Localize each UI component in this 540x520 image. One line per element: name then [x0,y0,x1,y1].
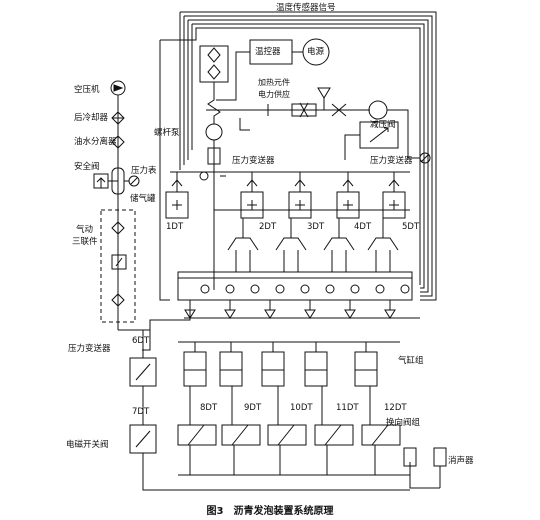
air-feed-line [118,305,191,351]
reducing-valve [344,121,399,160]
solenoid-valve-label: 电磁开关阀 [66,440,109,450]
silencer-icons [403,447,447,488]
valve-code-12dt: 12DT [384,403,407,413]
heater-supply-label-1: 加热元件 [258,78,290,87]
silencer-label: 消声器 [448,456,474,466]
oil-water-separator-icon [111,135,125,149]
valve-code-8dt: 8DT [200,403,218,413]
cylinder-group-label: 气缸组 [398,356,424,366]
pressure-transmitter-gauge-1 [199,171,226,181]
cylinder-group [178,341,400,387]
pressure-gauge-icon [124,175,140,187]
reversing-valve-group-label: 换向阀组 [386,418,421,428]
upper-valve-5dt [382,172,406,219]
pneumatic-triple-unit [100,209,136,323]
valve-code-3dt: 3DT [307,222,325,232]
valve-code-10dt: 10DT [290,403,313,413]
foaming-chamber-manifold [177,271,413,301]
safety-valve-label: 安全阀 [74,162,100,172]
screw-pump-label: 螺杆泵 [154,128,180,138]
air-compressor-icon [110,80,126,96]
check-valves-row [184,300,420,319]
power-source-icon [292,38,330,66]
upper-valve-2dt [240,172,264,219]
temp-signal-cables [159,11,437,301]
valve-6dt [129,330,157,410]
upper-valve-1dt [165,172,189,219]
valve-code-2dt: 2DT [259,222,277,232]
pressure-transmitter-gauge-3 [407,150,431,164]
pneumatic-triple-label-1: 气动 [76,225,94,235]
upper-valve-header [170,171,410,211]
aftercooler-label: 后冷却器 [74,113,109,123]
power-label: 电源 [307,47,325,57]
controller-label: 温控器 [255,47,281,57]
temp-signal-label: 温度传感器信号 [276,3,336,13]
air-compressor-label: 空压机 [74,85,100,95]
screw-pump [199,45,229,290]
valve-7dt [129,410,410,491]
oil-water-separator-label: 油水分离器 [74,137,117,147]
valve-code-11dt: 11DT [336,403,359,413]
valve-code-7dt: 7DT [132,407,150,417]
pneumatic-triple-label-2: 三联件 [72,237,98,247]
valve-code-1dt: 1DT [166,222,184,232]
figure-caption: 图3 沥青发泡装置系统原理 [206,506,334,517]
valve-code-6dt: 6DT [132,336,150,346]
heater-supply-label-2: 电力供应 [258,90,290,99]
heater-supply-line [206,87,409,150]
upper-valve-3dt [288,172,312,219]
safety-valve-icon [93,173,118,189]
pressure-transmitter-label-2: 压力变送器 [370,156,413,166]
pressure-transmitter-label-3: 压力变送器 [68,344,111,354]
air-tank-label: 储气罐 [130,194,156,204]
valve-code-9dt: 9DT [244,403,262,413]
valve-code-5dt: 5DT [402,222,420,232]
pressure-gauge-label: 压力表 [131,166,157,176]
reversing-valve-group [177,386,440,489]
aftercooler-icon [111,111,125,125]
nozzle-funnels [227,218,399,272]
reducing-valve-label: 减压阀 [370,120,396,130]
valve-code-4dt: 4DT [354,222,372,232]
pressure-transmitter-label-1: 压力变送器 [232,156,275,166]
upper-valve-4dt [336,172,360,219]
